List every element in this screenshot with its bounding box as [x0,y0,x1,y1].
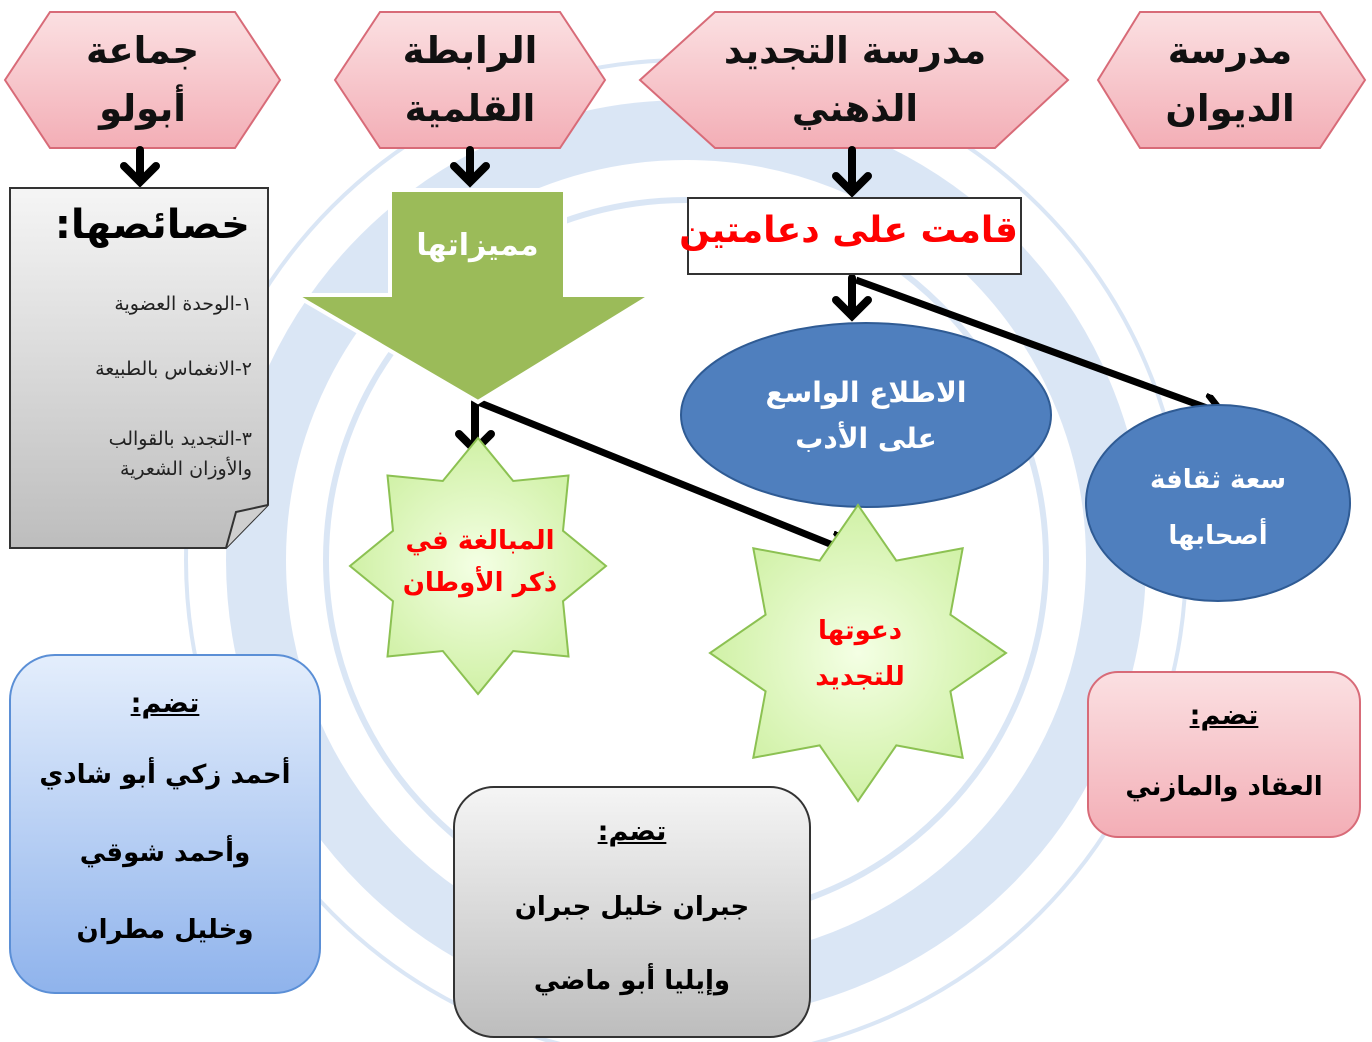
culture-label: سعة ثقافة أصحابها [1149,465,1287,551]
apollo-members-heading: تضم: [130,688,200,719]
diwan-hexagon [1096,11,1367,149]
diwan-title: مدرسة الديوان [1165,29,1295,130]
call-renewal-star [708,503,1008,803]
apollo-hexagon [3,11,282,149]
diwan-members: العقاد والمازني [1125,772,1323,802]
diwan-members-box [1087,671,1361,838]
wide-reading-ellipse [680,322,1052,508]
apollo-characteristics-title: خصائصها: [54,202,250,248]
apollo-item-1: ١-الوحدة العضوية [114,293,252,315]
pen-league-member-2: وإيليا أبو ماضي [533,966,731,996]
exaggeration-star [348,436,608,696]
mental-renewal-hexagon [638,11,1070,149]
mental-renewal-title: مدرسة التجديد الذهني [723,29,987,130]
apollo-title: جماعة أبولو [85,29,200,130]
pen-league-block-arrow [287,188,660,405]
diwan-members-heading: تضم: [1189,700,1259,731]
apollo-member-3: وخليل مطران [76,915,254,945]
arrow-to-culture [854,276,1218,412]
pen-league-features-label: مميزاتها [416,228,539,263]
apollo-item-2: ٢-الانغماس بالطبيعة [95,358,252,380]
pen-league-member-1: جبران خليل جبران [514,892,750,922]
apollo-member-2: وأحمد شوقي [79,838,251,868]
pillars-box [687,197,1022,275]
exaggeration-label: المبالغة في ذكر الأوطان [402,526,558,598]
culture-ellipse [1085,404,1351,602]
pen-league-hexagon [333,11,607,149]
pillars-title: قامت على دعامتين [679,210,1018,251]
apollo-item-3: ٣-التجديد بالقوالب والأوزان الشعرية [108,428,252,480]
pen-league-title: الرابطة القلمية [402,29,538,130]
apollo-members-box [9,654,321,994]
card-fold [225,504,269,549]
pen-league-members-heading: تضم: [597,816,667,847]
arrow-to-renewal-star [476,398,845,550]
call-renewal-label: دعوتها للتجديد [815,616,905,692]
apollo-member-1: أحمد زكي أبو شادي [39,760,291,790]
wide-reading-label: الاطلاع الواسع على الأدب [765,376,967,455]
pen-league-members-box [453,786,811,1038]
